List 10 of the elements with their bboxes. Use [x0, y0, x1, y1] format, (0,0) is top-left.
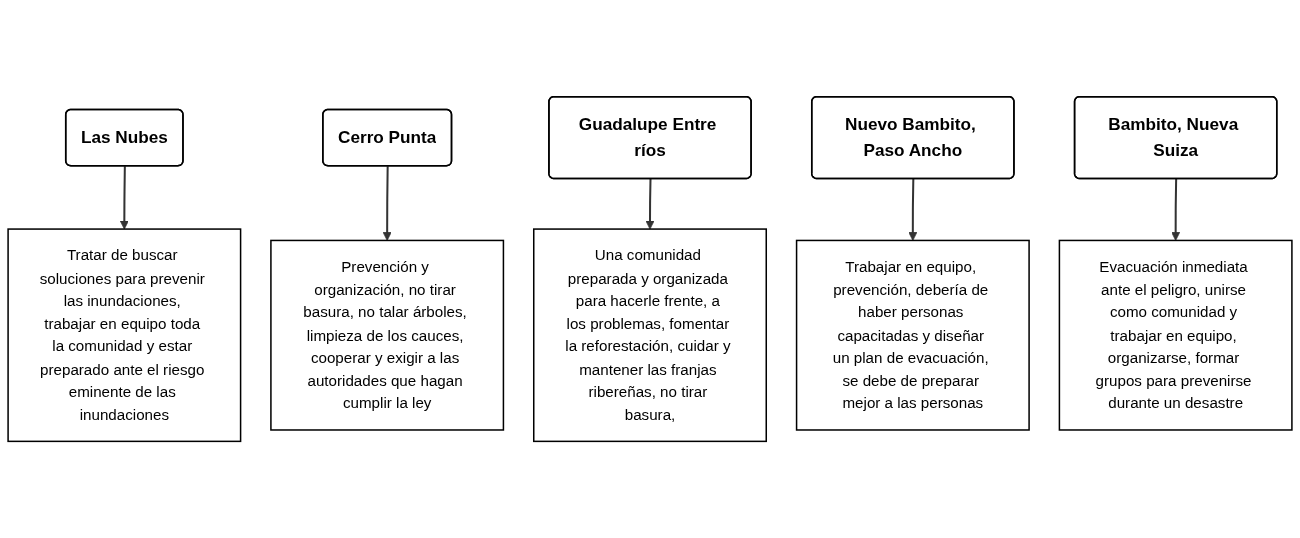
- node-box: Tratar de buscar soluciones para prevenir las inundaciones, trabajar en equipo toda la comunidad y estar preparado ante el riesgo eminente de las inundaciones: [7, 228, 242, 443]
- arrow: [382, 166, 392, 241]
- node-box: Evacuación inmediata ante el peligro, unirse como comunidad y trabajar en equipo, organizarse, formar grupos para prevenirse durante un desastre: [1058, 239, 1293, 431]
- arrow: [645, 179, 655, 230]
- arrow: [1171, 179, 1181, 241]
- arrow: [908, 179, 918, 241]
- arrow: [119, 166, 129, 230]
- node-box: Una comunidad preparada y organizada para hacerle frente, a los problemas, fomentar la reforestación, cuidar y mantener las franjas ribereñas, no tirar basura,: [533, 228, 767, 443]
- node-box: Trabajar en equipo, prevención, debería de haber personas capacitadas y diseñar un plan de evacuación, se debe de preparar mejor a las personas: [795, 239, 1030, 431]
- node-box: Prevención y organización, no tirar basura, no talar árboles, limpieza de los cauces, cooperar y exigir a las autoridades que hagan cumplir la ley: [270, 239, 505, 431]
